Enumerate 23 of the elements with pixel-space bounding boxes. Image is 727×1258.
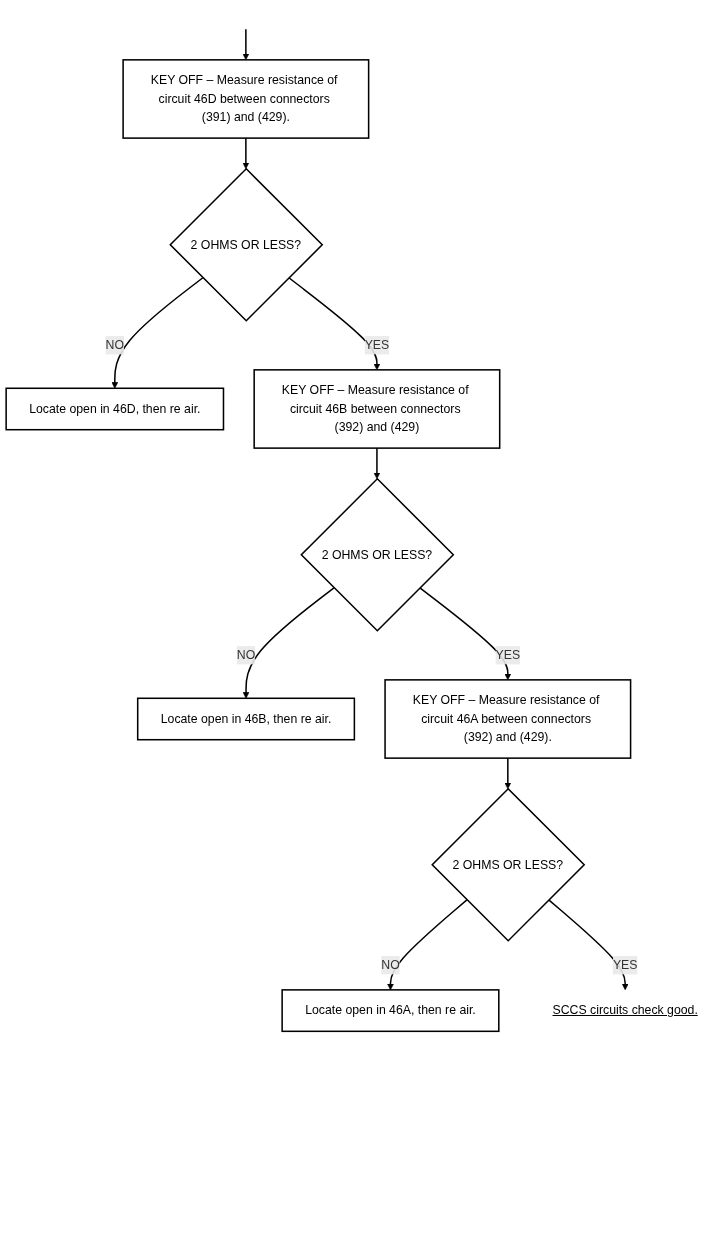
edge-label: YES	[364, 338, 390, 352]
arrow	[387, 899, 468, 991]
node-box: KEY OFF – Measure resistance of circuit 46D between connectors (391) and (429).	[122, 59, 370, 139]
edge-label: NO	[105, 338, 125, 352]
edge-label: YES	[495, 648, 521, 662]
arrow	[242, 28, 250, 61]
arrow	[373, 447, 381, 480]
arrow	[242, 587, 335, 699]
node-box: KEY OFF – Measure resistance of circuit 46B between connectors (392) and (429)	[253, 369, 501, 449]
node-diamond: 2 OHMS OR LESS?	[300, 477, 455, 632]
node-box: Locate open in 46A, then re air.	[281, 989, 500, 1033]
arrow	[504, 757, 512, 790]
node-text: SCCS circuits check good.	[552, 1003, 698, 1017]
edge-label: NO	[236, 648, 256, 662]
edge-label: YES	[612, 958, 638, 972]
arrow	[242, 137, 250, 170]
node-box: KEY OFF – Measure resistance of circuit 46A between connectors (392) and (429).	[384, 679, 632, 759]
node-diamond: 2 OHMS OR LESS?	[431, 787, 586, 942]
edge-label: NO	[381, 958, 400, 972]
arrow	[111, 277, 204, 389]
node-box: Locate open in 46B, then re air.	[136, 697, 356, 741]
node-box: Locate open in 46D, then re air.	[5, 387, 225, 431]
node-diamond: 2 OHMS OR LESS?	[169, 167, 324, 322]
